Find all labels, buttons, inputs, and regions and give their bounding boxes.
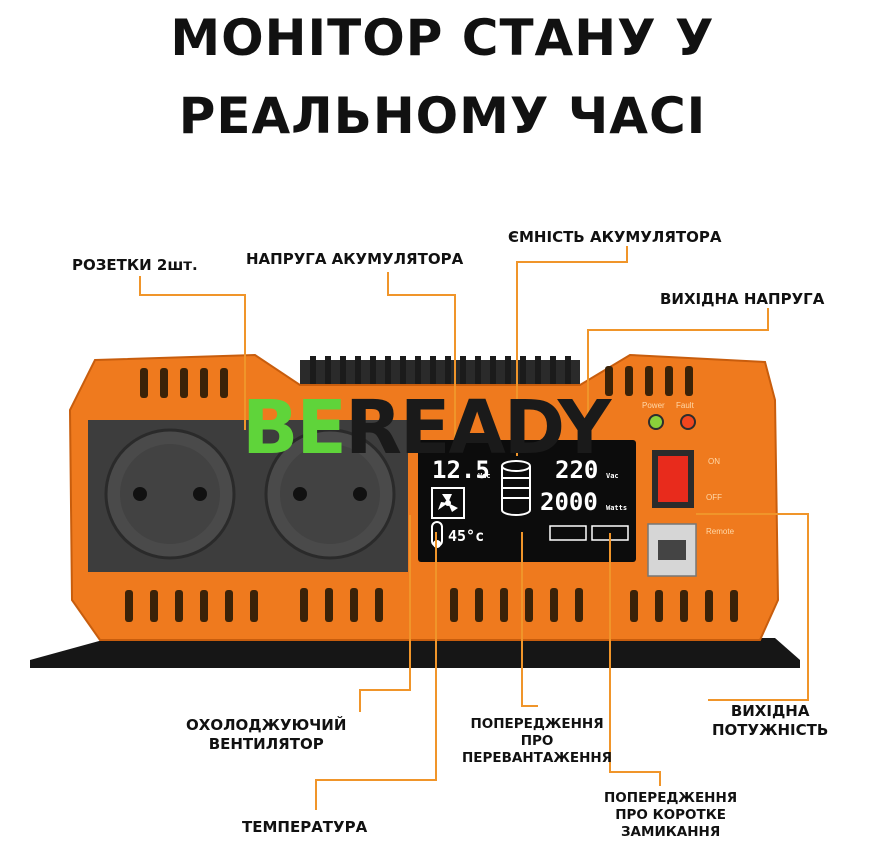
socket-right bbox=[264, 428, 396, 560]
output-power-leader bbox=[696, 513, 809, 701]
label-battery-capacity: ЄМНІСТЬ АКУМУЛЯТОРА bbox=[508, 228, 722, 247]
temperature-leader bbox=[315, 532, 437, 810]
battery-voltage-readout: 12.5 bbox=[432, 456, 490, 484]
label-sockets-text: РОЗЕТКИ 2шт. bbox=[72, 256, 198, 274]
page-title-line1: МОНІТОР СТАНУ У bbox=[170, 9, 715, 67]
battery-capacity-icon bbox=[501, 460, 531, 516]
switch-on-label: ON bbox=[708, 457, 720, 466]
short-circuit-leader bbox=[609, 533, 661, 786]
label-overload-line2: ПРО bbox=[520, 733, 554, 749]
label-short-circuit-line3: ЗАМИКАННЯ bbox=[620, 824, 721, 840]
bottom-vents bbox=[125, 588, 738, 622]
watermark-part2: READY bbox=[344, 385, 611, 471]
label-sockets: РОЗЕТКИ 2шт. bbox=[72, 256, 198, 275]
mounting-plate bbox=[30, 638, 800, 668]
watermark: BEREADY bbox=[242, 385, 611, 471]
page-title-line2: РЕАЛЬНОМУ ЧАСІ bbox=[178, 87, 707, 145]
sockets-leader bbox=[139, 276, 246, 430]
label-short-circuit-line1: ПОПЕРЕДЖЕННЯ bbox=[604, 790, 738, 806]
fan-icon bbox=[431, 487, 465, 519]
label-battery-voltage-text: НАПРУГА АКУМУЛЯТОРА bbox=[246, 250, 464, 268]
fault-led bbox=[680, 414, 696, 430]
label-output-voltage-text: ВИХІДНА НАПРУГА bbox=[660, 290, 825, 308]
label-temperature: ТЕМПЕРАТУРА bbox=[242, 818, 367, 837]
output-power-readout: 2000 bbox=[540, 488, 598, 516]
output-power-unit: Watts bbox=[606, 504, 627, 512]
label-battery-voltage: НАПРУГА АКУМУЛЯТОРА bbox=[246, 250, 463, 269]
label-battery-capacity-text: ЄМНІСТЬ АКУМУЛЯТОРА bbox=[508, 228, 722, 246]
label-overload-line1: ПОПЕРЕДЖЕННЯ bbox=[470, 716, 604, 732]
label-fan-line1: ОХОЛОДЖУЮЧИЙ bbox=[186, 716, 347, 734]
label-short-circuit: ПОПЕРЕДЖЕННЯ ПРО КОРОТКЕ ЗАМИКАННЯ bbox=[604, 790, 737, 841]
label-output-voltage: ВИХІДНА НАПРУГА bbox=[660, 290, 824, 309]
power-led-label: Power bbox=[642, 401, 665, 410]
output-voltage-readout: 220 bbox=[555, 456, 598, 484]
fault-led-label: Fault bbox=[676, 401, 695, 410]
leader-lines bbox=[139, 246, 809, 810]
battery-capacity-leader bbox=[516, 246, 628, 456]
switch-off-label: OFF bbox=[706, 493, 722, 502]
label-overload-line3: ПЕРЕВАНТАЖЕННЯ bbox=[462, 750, 613, 766]
label-output-power-line2: ПОТУЖНІСТЬ bbox=[712, 721, 829, 739]
battery-voltage-leader bbox=[387, 272, 456, 438]
label-fan-line2: ВЕНТИЛЯТОР bbox=[208, 735, 324, 753]
watermark-part1: BE bbox=[242, 385, 347, 471]
output-voltage-leader bbox=[587, 308, 769, 448]
label-temperature-text: ТЕМПЕРАТУРА bbox=[242, 818, 368, 836]
temperature-readout: 45°c bbox=[448, 527, 484, 545]
label-short-circuit-line2: ПРО КОРОТКЕ bbox=[615, 807, 726, 823]
label-fan: ОХОЛОДЖУЮЧИЙ ВЕНТИЛЯТОР bbox=[186, 716, 346, 754]
output-voltage-unit: Vac bbox=[606, 472, 619, 480]
label-output-power: ВИХІДНА ПОТУЖНІСТЬ bbox=[712, 702, 828, 740]
label-output-power-line1: ВИХІДНА bbox=[730, 702, 810, 720]
label-overload: ПОПЕРЕДЖЕННЯ ПРО ПЕРЕВАНТАЖЕННЯ bbox=[462, 716, 612, 767]
overload-indicator bbox=[549, 525, 587, 541]
remote-label: Remote bbox=[706, 527, 735, 536]
socket-left bbox=[104, 428, 236, 560]
overload-leader bbox=[521, 532, 538, 707]
power-led bbox=[648, 414, 664, 430]
lcd-display bbox=[418, 440, 636, 562]
fan-leader bbox=[359, 515, 411, 712]
top-vents bbox=[140, 366, 693, 398]
battery-voltage-unit: Vdc bbox=[478, 472, 491, 480]
